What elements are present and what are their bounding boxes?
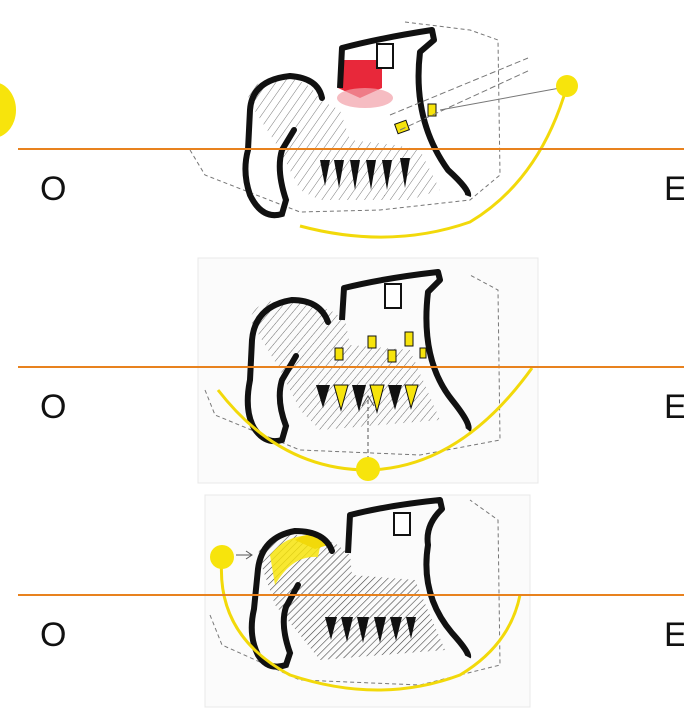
red-glow [337,88,393,108]
sketch-panel-1 [0,0,684,250]
west-label: O [40,172,66,206]
upper-window [394,513,410,535]
horizon-line [18,594,684,596]
west-label: O [40,618,66,652]
west-label: O [40,390,66,424]
sun-icon [356,457,380,481]
sketch-panel-3 [0,485,684,709]
horizon-line [18,366,684,368]
east-label: E [664,390,684,424]
east-label: E [664,618,684,652]
east-label: E [664,172,684,206]
horizon-line [18,148,684,150]
upper-window [385,284,401,308]
lit-window [395,120,410,134]
upper-window [377,44,393,68]
sun-icon [210,545,234,569]
sun-icon [556,75,578,97]
